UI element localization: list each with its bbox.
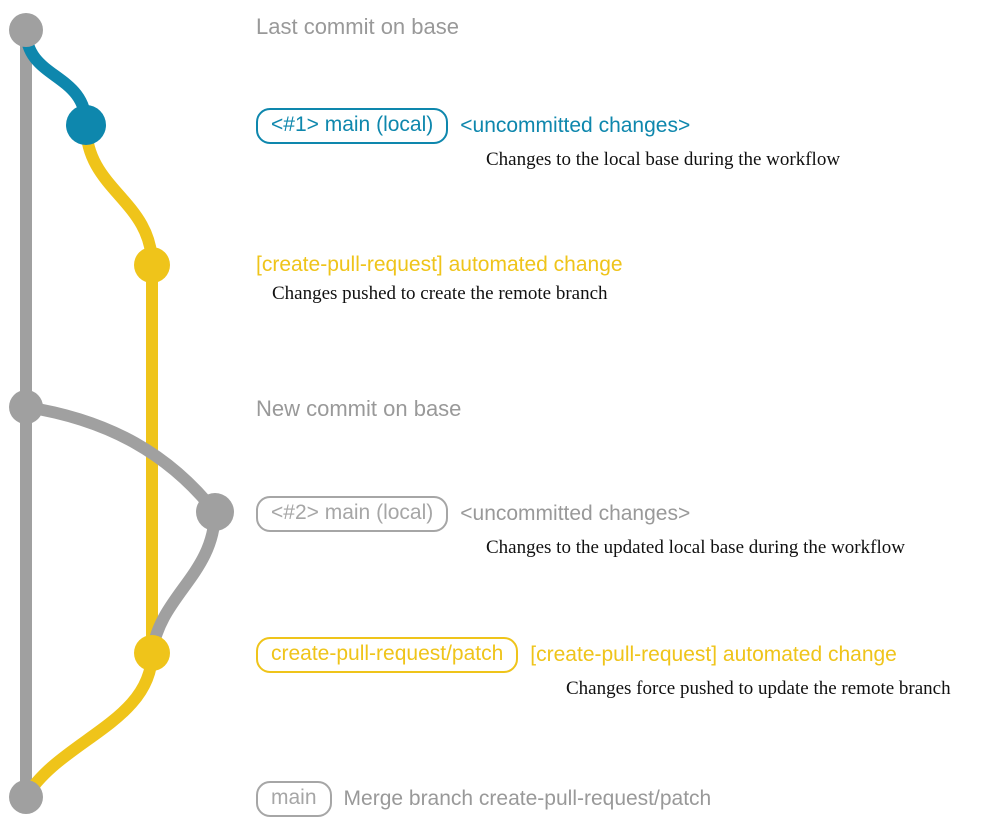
commit-node-remote-1[interactable] <box>134 247 170 283</box>
commit-node-local-1[interactable] <box>66 105 106 145</box>
commit-subject-remote-2: [create-pull-request] automated change <box>530 643 897 666</box>
row-local-1: <#1> main (local) <uncommitted changes> … <box>256 108 840 172</box>
commit-subject-merge: Merge branch create-pull-request/patch <box>343 787 712 810</box>
branch-pill-local-1[interactable]: <#1> main (local) <box>256 108 449 144</box>
row-remote-1-line: [create-pull-request] automated change <box>256 252 623 278</box>
commit-subject-remote-1: [create-pull-request] automated change <box>256 253 623 276</box>
edge-remote-2-to-merge <box>20 647 158 803</box>
branch-pill-local-2[interactable]: <#2> main (local) <box>256 496 449 532</box>
commit-node-base-top[interactable] <box>9 13 43 47</box>
headline-text: Last commit on base <box>256 14 459 39</box>
edge-base-new-to-local-2 <box>20 401 221 518</box>
commit-subject-local-1: <uncommitted changes> <box>460 114 691 137</box>
commit-node-base-new[interactable] <box>9 390 43 424</box>
commit-description-remote-1: Changes pushed to create the remote bran… <box>272 283 608 304</box>
row-merge-line: main Merge branch create-pull-request/pa… <box>256 781 711 817</box>
row-remote-2: create-pull-request/patch [create-pull-r… <box>256 637 951 701</box>
commit-node-remote-2[interactable] <box>134 635 170 671</box>
row-local-1-line: <#1> main (local) <uncommitted changes> <box>256 108 690 144</box>
row-merge: main Merge branch create-pull-request/pa… <box>256 781 711 817</box>
commit-description-local-2: Changes to the updated local base during… <box>486 537 905 558</box>
commit-node-base-merge[interactable] <box>9 780 43 814</box>
row-last-commit-on-base: Last commit on base <box>256 14 459 40</box>
row-local-2: <#2> main (local) <uncommitted changes> … <box>256 496 905 560</box>
branch-pill-main[interactable]: main <box>256 781 332 817</box>
commit-node-local-2[interactable] <box>196 493 234 531</box>
edge-local-2-to-remote-2 <box>146 506 221 659</box>
row-remote-2-line: create-pull-request/patch [create-pull-r… <box>256 637 897 673</box>
row-local-2-line: <#2> main (local) <uncommitted changes> <box>256 496 690 532</box>
headline-text-2: New commit on base <box>256 396 462 421</box>
row-new-commit-on-base: New commit on base <box>256 396 461 422</box>
row-remote-1: [create-pull-request] automated change C… <box>256 252 623 306</box>
commit-description-remote-2: Changes force pushed to update the remot… <box>566 678 951 699</box>
commit-subject-local-2: <uncommitted changes> <box>460 502 691 525</box>
edge-local-1-to-remote-1 <box>80 119 158 271</box>
branch-pill-remote-2[interactable]: create-pull-request/patch <box>256 637 519 673</box>
commit-description-local-1: Changes to the local base during the wor… <box>486 149 841 170</box>
